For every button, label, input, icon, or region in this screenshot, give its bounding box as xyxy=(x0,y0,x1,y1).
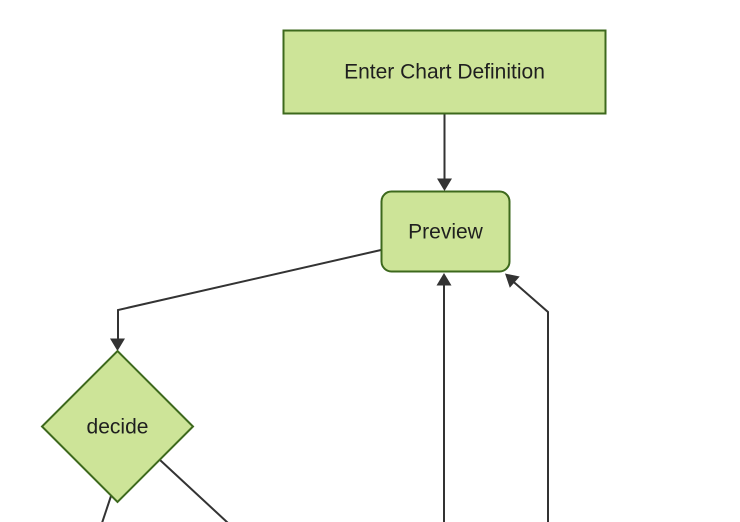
edge-offscreen-to-preview-corner xyxy=(505,273,549,522)
rectangle-shape xyxy=(282,29,607,115)
arrowhead-down-icon xyxy=(437,178,452,191)
arrowhead-down-icon xyxy=(110,338,125,351)
arrowhead-up-icon xyxy=(436,273,452,286)
edge-line xyxy=(117,249,382,339)
edge-offscreen-to-preview-center xyxy=(436,273,452,522)
node-preview: Preview xyxy=(380,190,511,273)
edge-line xyxy=(511,279,549,522)
edge-line xyxy=(159,459,229,522)
diamond-shape xyxy=(40,349,195,504)
edge-preview-to-decide xyxy=(110,249,382,351)
node-label: Preview xyxy=(408,221,484,244)
edge-line xyxy=(101,495,112,522)
rounded-rectangle-shape xyxy=(380,190,511,273)
node-label: decide xyxy=(87,416,149,439)
edge-decide-to-offscreen-left xyxy=(101,495,112,522)
node-enter-chart-definition: Enter Chart Definition xyxy=(282,29,607,115)
node-label: Enter Chart Definition xyxy=(344,61,545,84)
edge-enter-to-preview xyxy=(437,114,452,191)
node-decide: decide xyxy=(40,349,195,504)
edge-decide-to-offscreen-right xyxy=(159,459,229,522)
arrowhead-up-left-icon xyxy=(505,273,520,288)
